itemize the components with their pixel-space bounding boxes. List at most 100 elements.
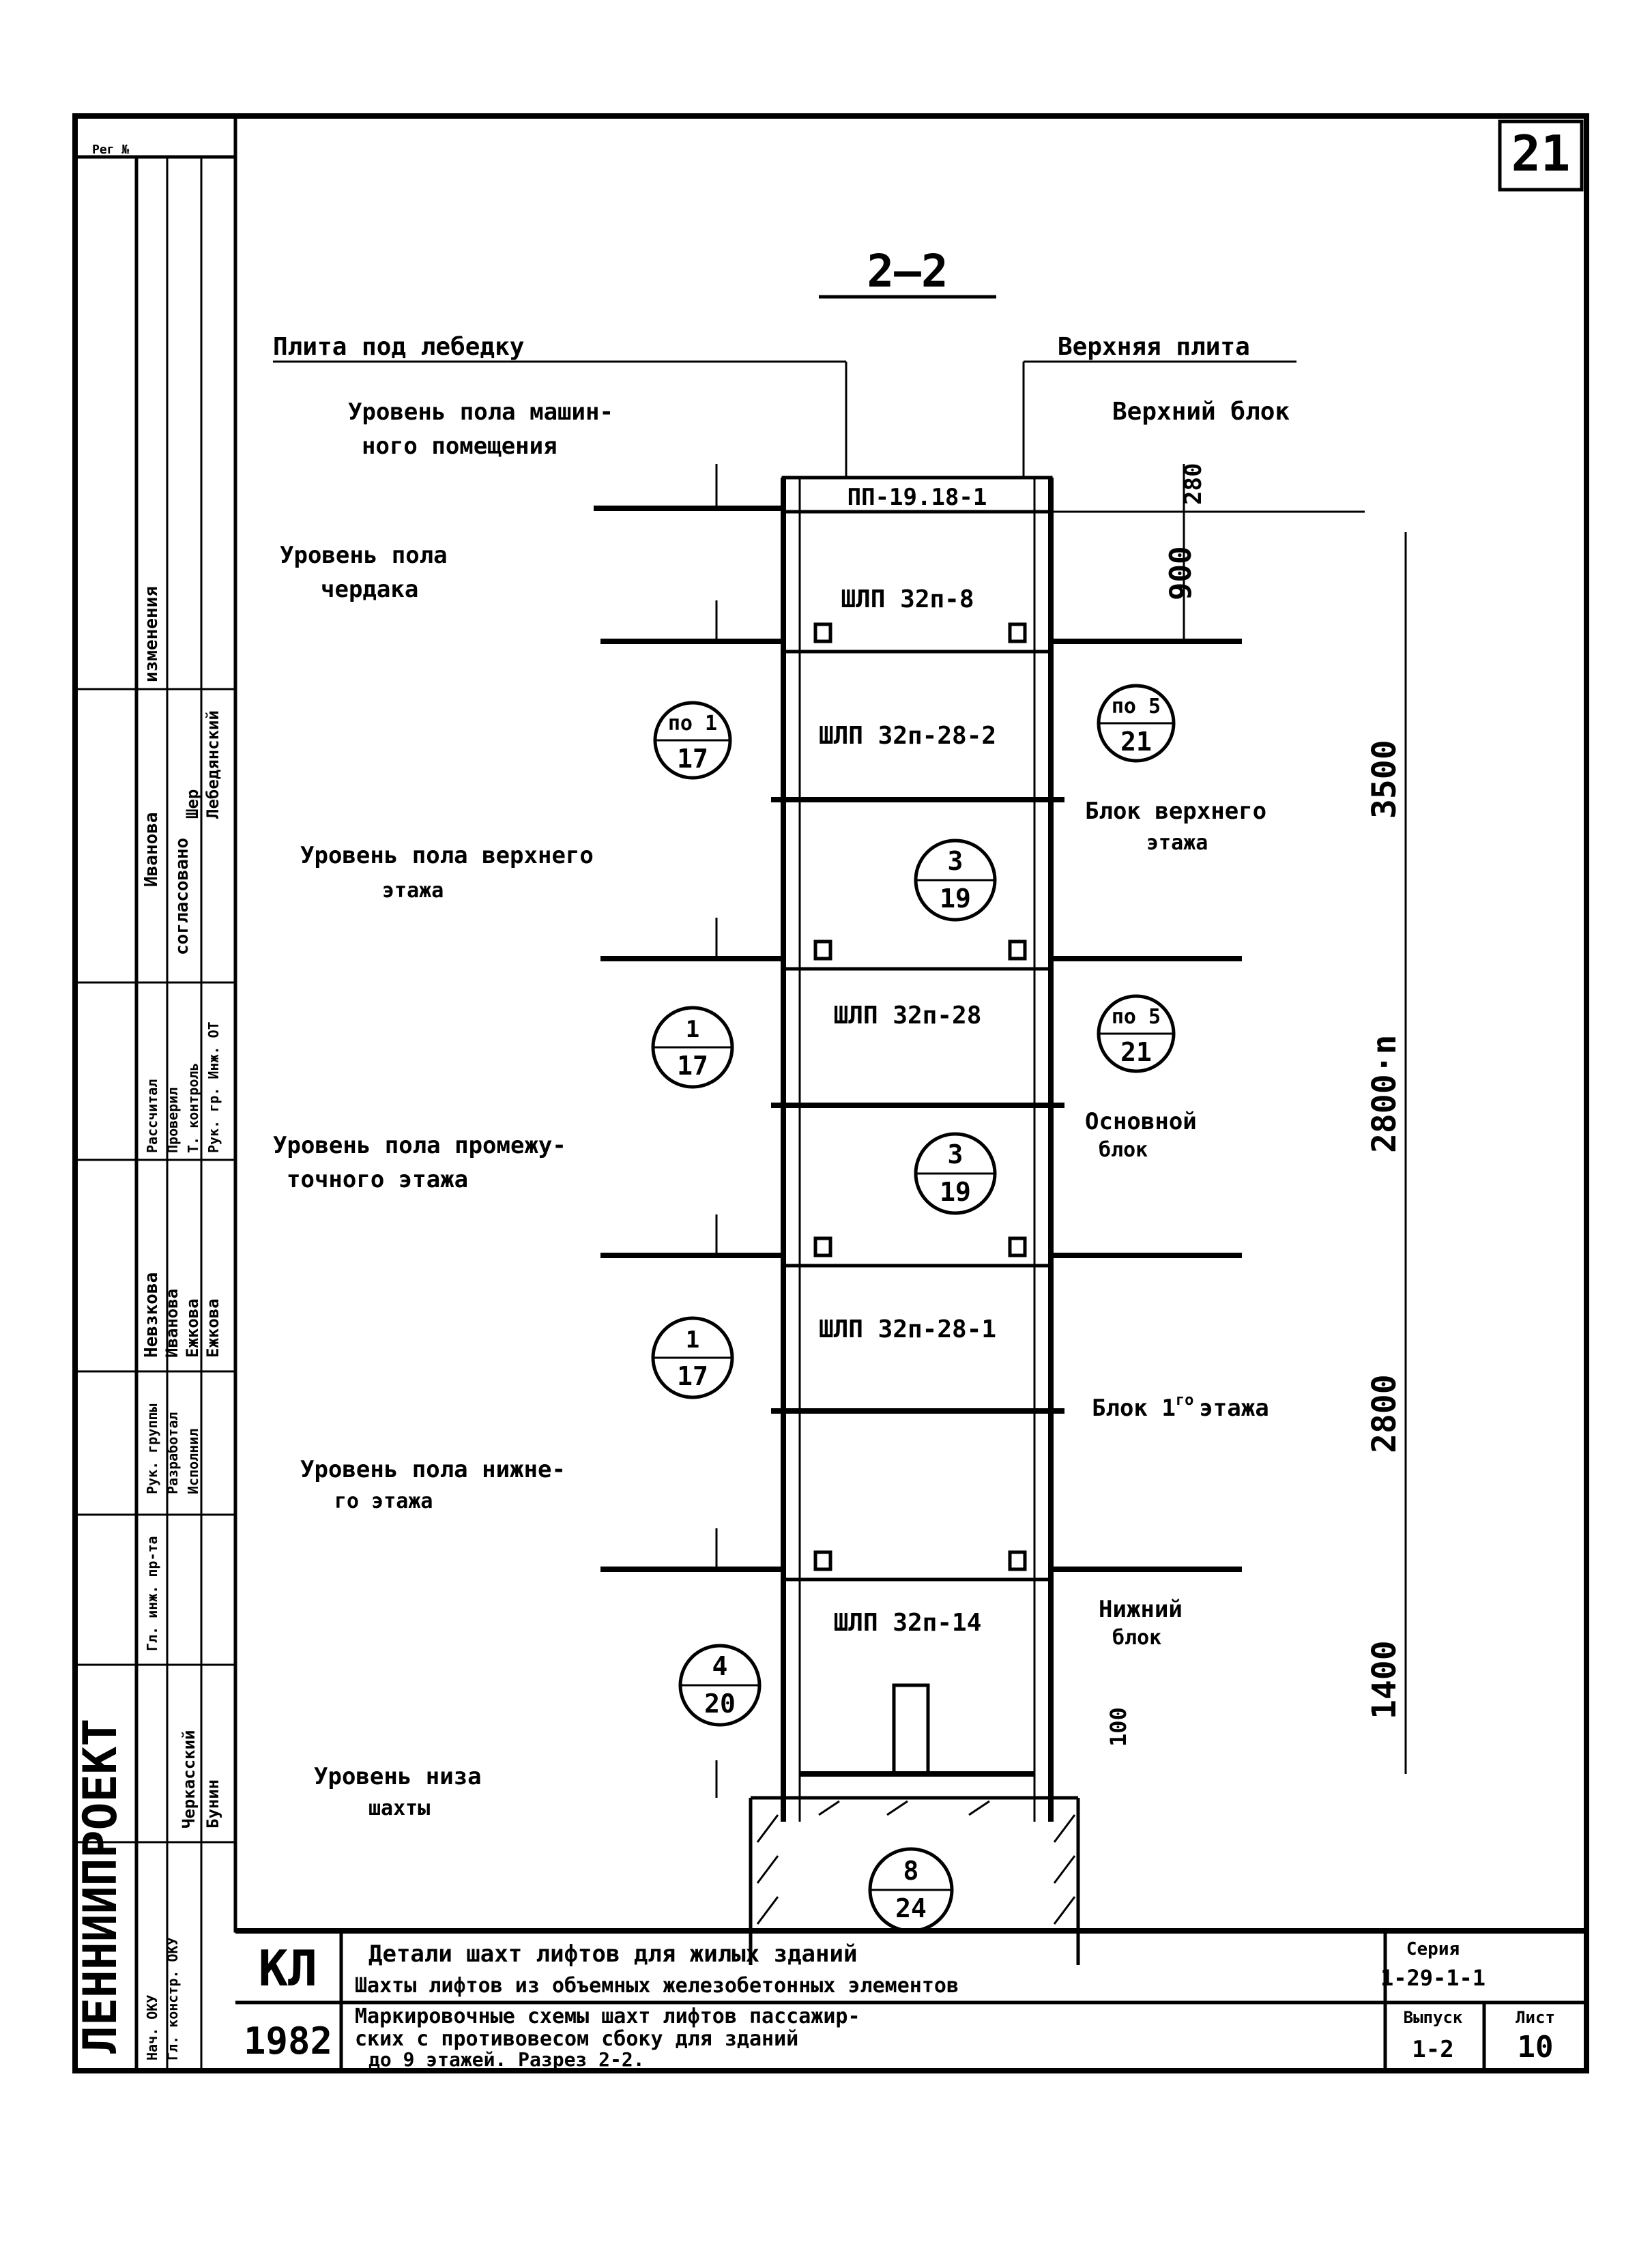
stamp-horizontals xyxy=(75,688,235,1844)
dim-280: 280 xyxy=(1180,463,1207,505)
inserts xyxy=(813,622,1027,1571)
name-5: Ежкова xyxy=(203,1298,222,1358)
role-6: Рассчитал xyxy=(144,1079,160,1153)
series-label: Серия xyxy=(1406,1939,1460,1960)
label-block-top-floor-2: этажа xyxy=(1146,831,1208,855)
sheet-value: 10 xyxy=(1518,2030,1554,2065)
callout-1: по 1 17 xyxy=(653,701,732,780)
role-5: Исполнил xyxy=(185,1429,201,1494)
dim-2800n: 2800·n xyxy=(1365,1035,1404,1153)
outer-frame xyxy=(72,113,1589,2073)
label-bottom-block-2: блок xyxy=(1112,1626,1161,1650)
stamp-names: Черкасский Бунин Невзкова Иванова Ежкова… xyxy=(141,710,222,1829)
name-4: Ежкова xyxy=(183,1298,202,1358)
label-floor-top-2: этажа xyxy=(382,879,444,903)
title-line-1: Детали шахт лифтов для жилых зданий xyxy=(368,1940,857,1968)
callout-1-top: по 1 xyxy=(668,712,717,736)
callout-1-bottom: 17 xyxy=(677,744,708,774)
callout-6: 3 19 xyxy=(914,1132,997,1215)
name-1: Бунин xyxy=(203,1779,222,1829)
label-floor-machine-1: Уровень пола машин- xyxy=(348,398,613,426)
org-name: ЛЕННИИПРОЕКТ xyxy=(74,1719,128,2054)
callout-6-top: 3 xyxy=(948,1139,963,1169)
role-1: Гл. констр. ОКУ xyxy=(164,1937,181,2061)
label-floor-bottom-2: го этажа xyxy=(334,1489,433,1513)
label-block-top-floor-1: Блок верхнего xyxy=(1085,798,1266,825)
callout-8-top: 4 xyxy=(712,1651,728,1681)
stamp-agreed: согласовано xyxy=(172,838,192,955)
label-bottom-block-1: Нижний xyxy=(1099,1596,1183,1623)
role-4: Разработал xyxy=(164,1412,181,1494)
sheet-label: Лист xyxy=(1516,2008,1555,2027)
callout-8: 4 20 xyxy=(678,1644,762,1727)
sheet-number: 21 xyxy=(1511,125,1571,182)
stamp-roles: Нач. ОКУ Гл. констр. ОКУ Гл. инж. пр-та … xyxy=(144,1021,222,2061)
top-slab-rect xyxy=(781,476,1053,514)
stamp-changes: изменения xyxy=(141,586,162,682)
callout-7-top: 1 xyxy=(686,1326,699,1354)
label-pit-2: шахты xyxy=(368,1796,430,1820)
callout-9-top: 8 xyxy=(903,1856,919,1886)
name-8: Лебедянский xyxy=(203,710,222,819)
label-top-block: Верхний блок xyxy=(1112,398,1290,426)
mark-shaft-4: ШЛП 32п-28-1 xyxy=(819,1315,996,1343)
name-3: Иванова xyxy=(162,1289,182,1358)
callout-4-top: 1 xyxy=(686,1016,699,1043)
callout-9-bottom: 24 xyxy=(895,1893,927,1923)
label-pit-1: Уровень низа xyxy=(314,1763,482,1790)
pit-hatch xyxy=(756,1800,1076,1925)
callout-5: по 5 21 xyxy=(1097,994,1176,1073)
callout-3: 3 19 xyxy=(914,839,997,922)
dim-2800: 2800 xyxy=(1365,1374,1404,1453)
name-2: Невзкова xyxy=(141,1272,162,1358)
callout-6-bottom: 19 xyxy=(940,1177,971,1207)
issue-label: Выпуск xyxy=(1404,2008,1463,2027)
desc-line-1: Маркировочные схемы шахт лифтов пассажир… xyxy=(355,2005,860,2028)
mark-shaft-bottom: ШЛП 32п-14 xyxy=(834,1609,982,1637)
title-line-2: Шахты лифтов из объемных железобетонных … xyxy=(355,1974,959,1998)
callout-3-top: 3 xyxy=(948,846,963,876)
label-block-first-tail: этажа xyxy=(1199,1395,1269,1422)
name-6: Иванова xyxy=(141,812,162,887)
stamp-header: Рег № xyxy=(92,143,129,157)
callout-3-bottom: 19 xyxy=(940,884,971,914)
dim-100: 100 xyxy=(1105,1707,1131,1747)
role-8: Т. контроль xyxy=(185,1063,201,1153)
label-floor-attic-2: чердака xyxy=(321,576,418,603)
callout-9: 8 24 xyxy=(868,1847,954,1933)
label-main-block-2: блок xyxy=(1099,1138,1148,1162)
mark-shaft-2: ШЛП 32п-28-2 xyxy=(819,722,996,750)
section-title: 2—2 xyxy=(867,245,948,297)
issue-value: 1-2 xyxy=(1412,2036,1453,2063)
callout-4: 1 17 xyxy=(651,1006,734,1089)
callout-2: по 5 21 xyxy=(1097,684,1176,763)
role-2: Гл. инж. пр-та xyxy=(144,1536,160,1651)
callout-5-top: по 5 xyxy=(1112,1005,1161,1029)
dim-1400: 1400 xyxy=(1365,1640,1404,1719)
label-floor-machine-2: ного помещения xyxy=(362,433,557,460)
dim-3500: 3500 xyxy=(1365,740,1404,819)
callout-2-top: по 5 xyxy=(1112,695,1161,718)
role-9: Рук. гр. Инж. ОТ xyxy=(205,1021,222,1153)
mark-shaft-3: ШЛП 32п-28 xyxy=(834,1002,982,1030)
dim-900: 900 xyxy=(1163,547,1198,600)
buffer-post xyxy=(892,1683,930,1776)
label-floor-attic-1: Уровень пола xyxy=(280,542,448,569)
callout-5-bottom: 21 xyxy=(1120,1037,1152,1067)
title-year: 1982 xyxy=(244,2020,332,2063)
sheet-number-box xyxy=(1498,119,1584,192)
label-block-first-sup: го xyxy=(1176,1392,1194,1409)
label-top-slab: Верхняя плита xyxy=(1058,333,1250,361)
callout-4-bottom: 17 xyxy=(677,1051,708,1081)
label-floor-mid-2: точного этажа xyxy=(287,1166,468,1193)
callout-7-bottom: 17 xyxy=(677,1361,708,1391)
name-7: Шер xyxy=(183,789,202,819)
callout-7: 1 17 xyxy=(651,1316,734,1399)
name-0: Черкасский xyxy=(179,1730,199,1829)
label-floor-bottom-1: Уровень пола нижне- xyxy=(300,1456,566,1483)
role-7: Проверил xyxy=(164,1088,181,1153)
mark-shaft-top: ШЛП 32п-8 xyxy=(841,585,974,613)
role-3: Рук. группы xyxy=(144,1404,160,1494)
